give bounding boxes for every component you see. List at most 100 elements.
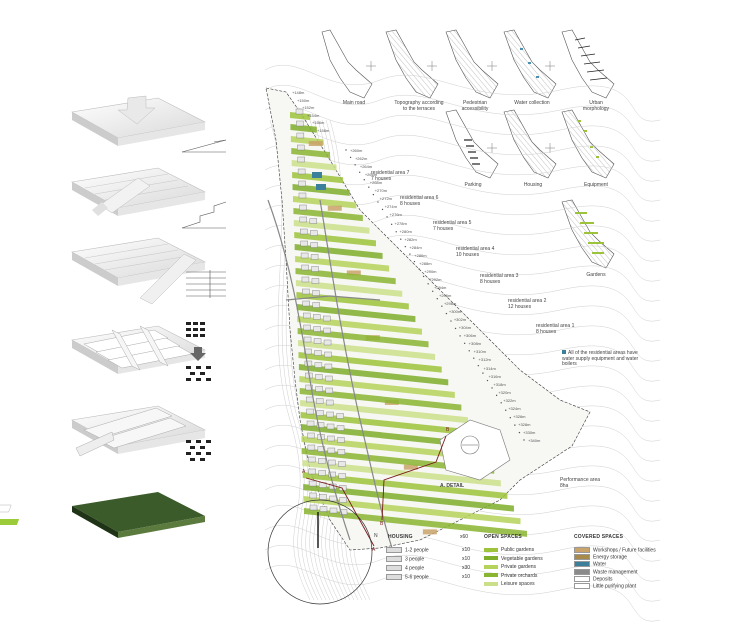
elevation-label: +324m: [508, 405, 521, 411]
elevation-label: +310m: [473, 349, 486, 355]
elevation-label: +262m: [354, 156, 368, 162]
section-mark-b2: B: [380, 521, 384, 527]
analysis-thumbnails: [321, 29, 615, 269]
elevation-label: +268m: [369, 180, 383, 186]
legend-swatch: [574, 547, 590, 553]
performance-area: [439, 419, 511, 481]
thumb-label-pedestrian: Pedestrian accessibility: [461, 100, 489, 112]
thumb-label-urban: Urban morphology: [582, 100, 610, 112]
legend-housing-row: 4 people: [386, 565, 424, 571]
thumb-main-road: [321, 29, 373, 99]
block-icon-4: [186, 322, 205, 337]
elevation-label: +326m: [513, 413, 526, 419]
elevation-label: +302m: [453, 317, 467, 323]
thumb-pedestrian: [445, 29, 499, 99]
thumb-label-gardens: Gardens: [586, 272, 606, 278]
axo-step-1: [71, 95, 227, 153]
elevation-label: +298m: [443, 301, 457, 307]
block-icon-5: [186, 440, 211, 461]
section-lines: [305, 435, 447, 547]
legend-swatch: [574, 575, 590, 582]
axonometric-sequence: [0, 95, 227, 538]
axo-step-2: [71, 167, 227, 229]
legend-swatch: [484, 556, 498, 561]
elevation-label: +280m: [399, 228, 412, 234]
axo-step-4: [71, 322, 211, 381]
thumb-parking: [445, 109, 499, 179]
elevation-leaders: [345, 149, 525, 441]
thumb-label-parking: Parking: [464, 182, 482, 188]
elevation-label: +312m: [478, 357, 491, 363]
elevation-label: +288m: [419, 260, 432, 266]
elevation-label: +306m: [463, 333, 477, 339]
legend-covered-row: Workshops / Future facilities: [574, 547, 656, 553]
elevation-label: +318m: [493, 381, 506, 387]
elevation-label: +266m: [364, 172, 378, 178]
elevation-label: +286m: [414, 252, 427, 258]
section-mark-a1: A: [302, 469, 306, 475]
elevation-label: +158m: [317, 127, 330, 133]
elevation-label: +304m: [458, 325, 472, 331]
thumb-topography: [385, 29, 439, 99]
legend-housing-row: 5-6 people: [386, 574, 429, 580]
elevation-label: +294m: [434, 284, 447, 290]
legend-housing-count: x60: [460, 534, 469, 540]
thumb-label-housing: Housing: [523, 182, 543, 188]
legend-housing-row: 1-2 people: [386, 547, 429, 553]
elevation-label: +274m: [384, 204, 397, 210]
water-supply-note: All of the residential areas have water …: [562, 350, 639, 368]
elevation-label: +260m: [350, 148, 363, 153]
elevation-label: +322m: [503, 397, 516, 403]
detail-label: A. DETAIL: [440, 483, 465, 489]
thumb-urban: [561, 29, 615, 99]
site-plan: [265, 87, 591, 605]
elevation-label: +316m: [488, 373, 501, 379]
legend-open-row: Private orchards: [484, 573, 537, 579]
thumb-label-water: Water collection: [514, 100, 550, 106]
axo-step-5: [71, 405, 211, 461]
legend-open-row: Leisure spaces: [484, 581, 535, 587]
elevation-label: +290m: [424, 268, 437, 274]
section-mark-a2: A: [372, 547, 376, 553]
elevation-label: +300m: [448, 309, 462, 315]
legend-covered-row: Waste management: [574, 568, 638, 575]
elevation-label: +330m: [523, 429, 536, 435]
elevation-label: +314m: [483, 365, 496, 371]
legend-swatch: [574, 554, 590, 561]
thumb-label-main-road: Main road: [342, 100, 366, 106]
elevation-label: +284m: [409, 244, 422, 250]
elevation-label: +296m: [439, 293, 452, 298]
water-icon: [562, 350, 566, 354]
elevation-label: +282m: [404, 236, 417, 242]
elevation-label: +278m: [394, 220, 407, 226]
elevation-label: +150m: [297, 97, 310, 103]
legend-swatch: [574, 568, 590, 575]
elevation-label: +152m: [302, 105, 315, 110]
legend-open-title: OPEN SPACES: [484, 534, 522, 540]
axo-step-6: [0, 492, 205, 538]
thumb-equipment: [561, 109, 615, 179]
legend-covered-title: COVERED SPACES: [574, 534, 624, 540]
axo-step-3: [71, 237, 226, 305]
legend-swatch: [574, 583, 590, 589]
thumb-label-equipment: Equipment: [584, 182, 608, 188]
legend-swatch: [484, 547, 498, 552]
legend-covered-row: Water: [574, 561, 606, 568]
legend-swatch: [574, 561, 590, 568]
legend-housing-title: HOUSING: [388, 534, 413, 540]
elevation-label: +156m: [312, 120, 325, 125]
legend-open-row: Public gardens: [484, 547, 534, 553]
elevation-label: +308m: [468, 341, 481, 347]
legend-open-row: Private gardens: [484, 564, 536, 570]
legend-covered-row: Deposits: [574, 575, 612, 582]
legend-housing-row: 3 people: [386, 556, 424, 562]
detail-circle: [267, 499, 373, 605]
